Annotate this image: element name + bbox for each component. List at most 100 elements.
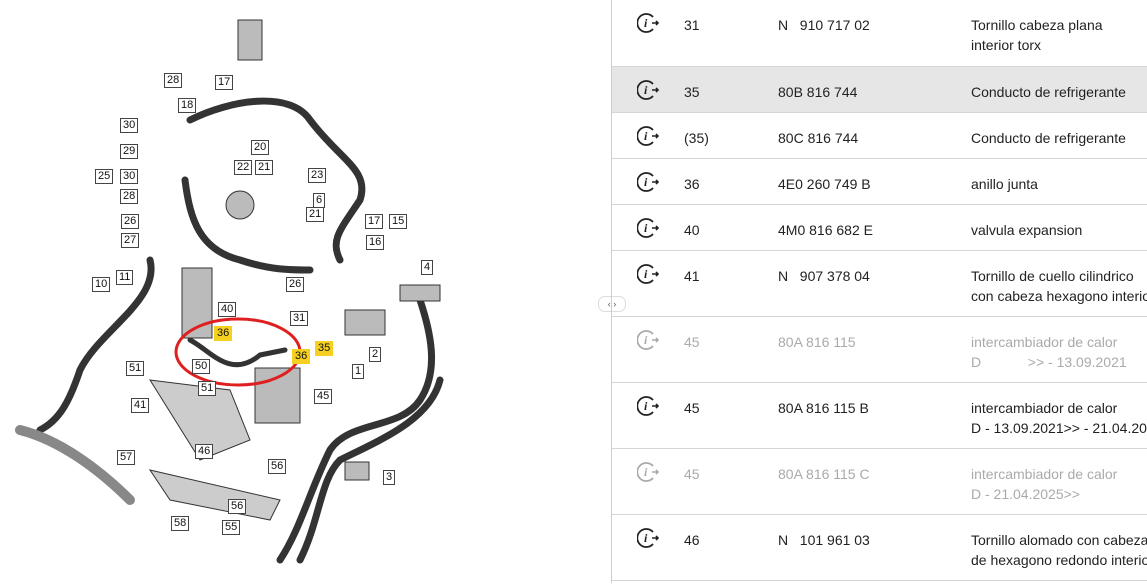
part-description: Tornillo de cuello cilindrico con cabeza… [971,268,1147,304]
info-arrow-icon[interactable]: i [636,461,663,483]
svg-text:i: i [644,399,648,413]
parts-diagram[interactable]: 28 17 18 30 29 25 30 28 20 22 21 23 6 21… [0,0,600,583]
info-arrow-icon[interactable]: i [636,395,663,417]
callout-label[interactable]: 6 [313,193,326,208]
callout-label[interactable]: 16 [366,235,385,250]
part-description: intercambiador de calor D - 21.04.2025>> [971,466,1118,502]
callout-label[interactable]: 10 [92,277,111,292]
position-number: 41 [684,268,700,284]
part-description: Tornillo cabeza plana interior torx [971,17,1103,53]
position-number: 31 [684,17,700,33]
callout-label[interactable]: 30 [120,118,139,133]
part-description: Tornillo alomado con cabeza de hexagono … [971,532,1147,568]
callout-label[interactable]: 57 [117,450,136,465]
callout-label[interactable]: 23 [308,168,327,183]
callout-label[interactable]: 51 [198,381,217,396]
callout-label[interactable]: 4 [421,260,434,275]
parts-table-row[interactable]: i 45 80A 816 115 B intercambiador de cal… [612,383,1147,449]
callout-label[interactable]: 51 [126,361,145,376]
part-number[interactable]: 80B 816 744 [778,84,858,100]
callout-label[interactable]: 21 [255,160,274,175]
info-arrow-icon[interactable]: i [636,12,663,34]
callout-label[interactable]: 50 [192,359,211,374]
callout-label[interactable]: 56 [228,499,247,514]
callout-label[interactable]: 28 [164,73,183,88]
parts-table-row[interactable]: i 31 N 910 717 02 Tornillo cabeza plana … [612,0,1147,67]
info-arrow-icon[interactable]: i [636,125,663,147]
info-arrow-icon[interactable]: i [636,263,663,285]
position-number: 40 [684,222,700,238]
callout-label[interactable]: 2 [369,347,382,362]
position-number: 35 [684,84,700,100]
callout-label[interactable]: 26 [121,214,140,229]
svg-text:i: i [644,333,648,347]
callout-label[interactable]: 31 [290,311,309,326]
parts-table-row[interactable]: i 45 80A 816 115 C intercambiador de cal… [612,449,1147,515]
part-number[interactable]: 80A 816 115 [778,334,856,350]
part-number[interactable]: N 910 717 02 [778,17,870,33]
callout-label-highlighted[interactable]: 35 [315,341,334,356]
svg-text:i: i [644,83,648,97]
callout-label[interactable]: 17 [365,214,384,229]
callout-label[interactable]: 41 [131,398,150,413]
callout-label-highlighted[interactable]: 36 [214,326,233,341]
callout-label[interactable]: 18 [178,98,197,113]
callout-label-highlighted[interactable]: 36 [292,349,311,364]
info-arrow-icon[interactable]: i [636,527,663,549]
svg-text:i: i [644,465,648,479]
callout-label[interactable]: 22 [234,160,253,175]
part-description: intercambiador de calor D - 13.09.2021>>… [971,400,1147,436]
callout-label[interactable]: 40 [218,302,237,317]
part-number[interactable]: 80A 816 115 C [778,466,870,482]
callout-label[interactable]: 3 [383,470,396,485]
part-number[interactable]: N 101 961 03 [778,532,870,548]
part-number[interactable]: 4E0 260 749 B [778,176,871,192]
part-number[interactable]: 4M0 816 682 E [778,222,873,238]
parts-table-row[interactable]: i (35) 80C 816 744 Conducto de refrigera… [612,113,1147,159]
parts-table-row[interactable]: i 40 4M0 816 682 E valvula expansion [612,205,1147,251]
callout-label[interactable]: 58 [171,516,190,531]
callout-label[interactable]: 56 [268,459,287,474]
parts-table-row[interactable]: i 45 80A 816 115 intercambiador de calor… [612,317,1147,383]
callout-label[interactable]: 21 [306,207,325,222]
svg-text:i: i [644,16,648,30]
position-number: 36 [684,176,700,192]
part-description: Conducto de refrigerante [971,84,1126,100]
svg-text:i: i [644,267,648,281]
callout-label[interactable]: 17 [215,75,234,90]
svg-text:i: i [644,129,648,143]
parts-table-row[interactable]: i 41 N 907 378 04 Tornillo de cuello cil… [612,251,1147,317]
callout-label[interactable]: 25 [95,169,114,184]
callout-label[interactable]: 29 [120,144,139,159]
info-arrow-icon[interactable]: i [636,217,663,239]
info-arrow-icon[interactable]: i [636,171,663,193]
parts-table-row[interactable]: i 46 N 101 961 03 Tornillo alomado con c… [612,515,1147,581]
exploded-view-drawing [15,19,444,564]
info-arrow-icon[interactable]: i [636,79,663,101]
svg-text:i: i [644,531,648,545]
parts-table-row[interactable]: i 35 80B 816 744 Conducto de refrigerant… [612,67,1147,113]
part-number[interactable]: N 907 378 04 [778,268,870,284]
callout-label[interactable]: 30 [120,169,139,184]
callout-label[interactable]: 15 [389,214,408,229]
parts-list: i 31 N 910 717 02 Tornillo cabeza plana … [611,0,1147,583]
svg-text:i: i [644,175,648,189]
part-number[interactable]: 80C 816 744 [778,130,859,146]
callout-label[interactable]: 26 [286,277,305,292]
part-description: Conducto de refrigerante [971,130,1126,146]
callout-label[interactable]: 11 [116,270,134,285]
part-description: valvula expansion [971,222,1083,238]
callout-label[interactable]: 45 [314,389,333,404]
panel-resize-handle[interactable]: ‹ › [598,296,626,312]
part-number[interactable]: 80A 816 115 B [778,400,869,416]
info-arrow-icon[interactable]: i [636,329,663,351]
callout-label[interactable]: 27 [121,233,140,248]
callout-label[interactable]: 20 [251,140,270,155]
position-number: 46 [684,532,700,548]
callout-label[interactable]: 46 [195,444,214,459]
position-number: (35) [684,130,709,146]
callout-label[interactable]: 1 [352,364,365,379]
parts-table-row[interactable]: i 36 4E0 260 749 B anillo junta [612,159,1147,205]
callout-label[interactable]: 55 [222,520,241,535]
callout-label[interactable]: 28 [120,189,139,204]
